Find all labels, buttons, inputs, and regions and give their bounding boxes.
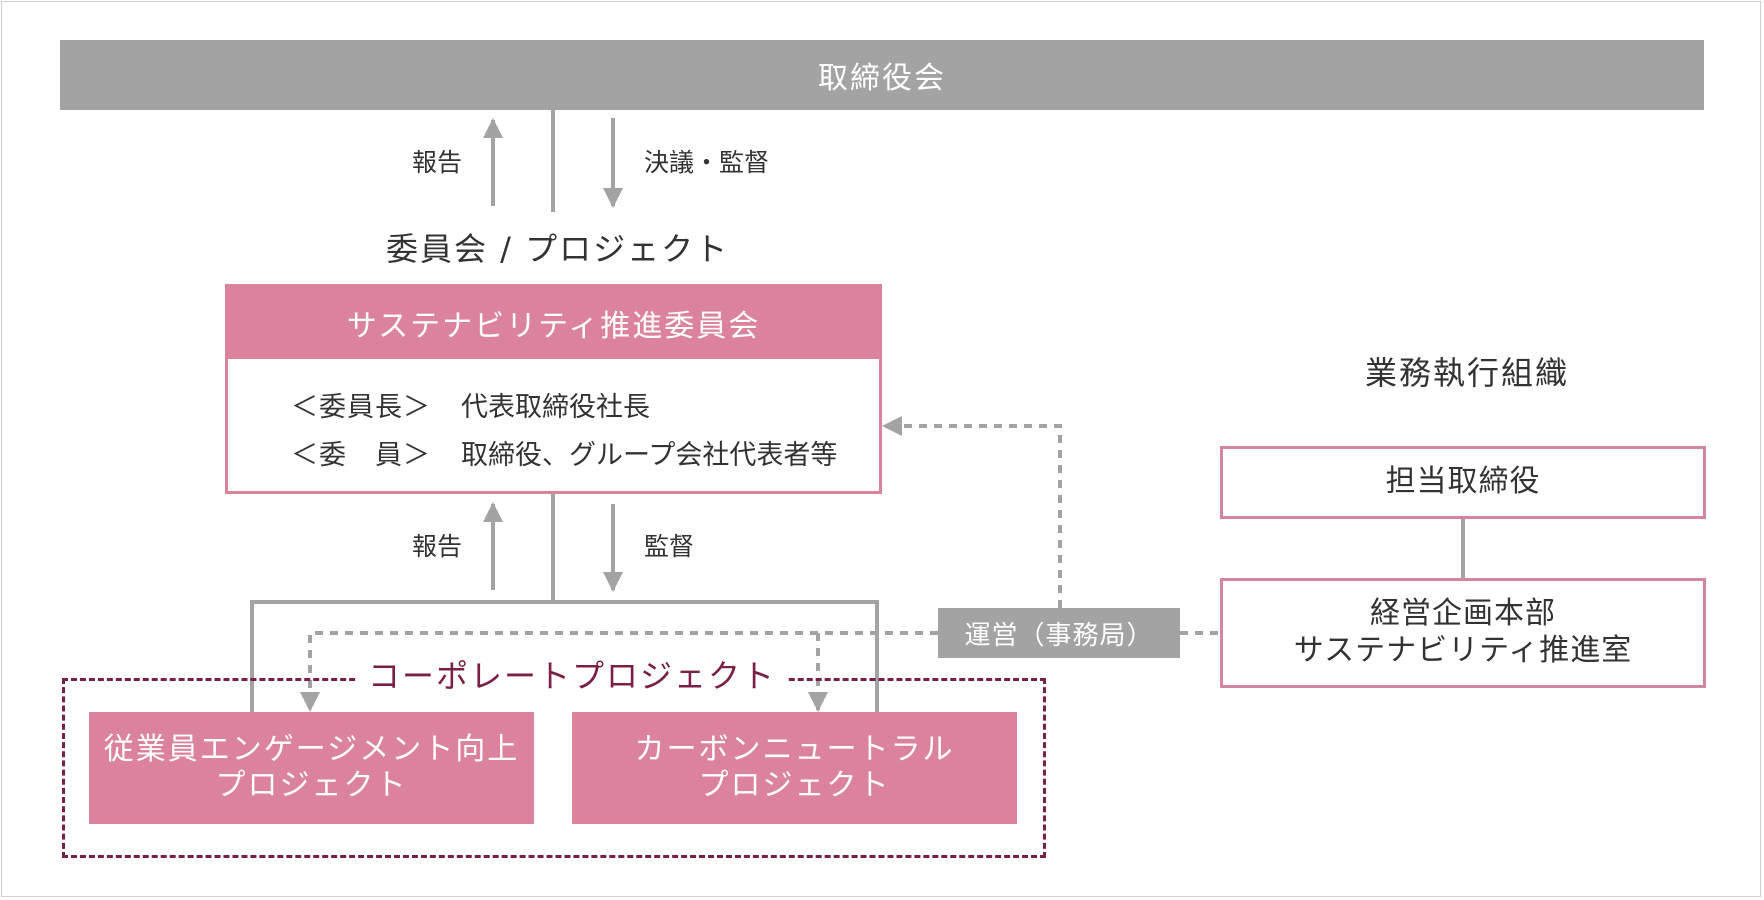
secretariat-to-engagement-arrow [300, 631, 938, 712]
supervision-label: 監督 [644, 532, 695, 561]
sustainability-committee-box: サステナビリティ推進委員会 ＜委員長＞ 代表取締役社長 ＜委 員＞ 取締役、グル… [225, 284, 882, 494]
secretariat-label: 運営（事務局） [964, 620, 1154, 651]
carbon-project-line2: プロジェクト [698, 768, 891, 803]
member-value: 取締役、グループ会社代表者等 [461, 440, 838, 471]
engagement-project-line2: プロジェクト [215, 768, 408, 803]
planning-office-box: 経営企画本部 サステナビリティ推進室 [1220, 578, 1706, 688]
director-in-charge-label: 担当取締役 [1385, 464, 1541, 500]
report-label-mid: 報告 [412, 532, 463, 561]
member-row-members: ＜委 員＞ 取締役、グループ会社代表者等 [291, 433, 837, 472]
corporate-projects-title: コーポレートプロジェクト [358, 660, 787, 692]
secretariat-badge: 運営（事務局） [938, 608, 1180, 658]
member-role: ＜委員長＞ [291, 392, 431, 423]
committee-title: サステナビリティ推進委員会 [228, 287, 879, 359]
planning-office-line2: サステナビリティ推進室 [1293, 633, 1633, 668]
member-role: ＜委 員＞ [291, 440, 431, 471]
director-in-charge-box: 担当取締役 [1220, 446, 1706, 519]
execution-heading: 業務執行組織 [1365, 354, 1570, 392]
engagement-project-box: 従業員エンゲージメント向上 プロジェクト [89, 712, 534, 824]
carbon-project-line1: カーボンニュートラル [634, 732, 955, 767]
member-value: 代表取締役社長 [461, 392, 650, 423]
resolution-supervision-label: 決議・監督 [644, 148, 770, 177]
board-of-directors-bar: 取締役会 [60, 40, 1704, 110]
carbon-neutral-project-box: カーボンニュートラル プロジェクト [572, 712, 1017, 824]
projects-bracket [250, 600, 879, 712]
committees-heading: 委員会 / プロジェクト [386, 230, 730, 268]
secretariat-to-committee-arrow [882, 416, 1062, 608]
report-label-top: 報告 [412, 148, 463, 177]
engagement-project-line1: 従業員エンゲージメント向上 [103, 732, 520, 767]
board-label: 取締役会 [818, 61, 946, 96]
member-row-chair: ＜委員長＞ 代表取締役社長 [291, 385, 650, 424]
planning-office-line1: 経営企画本部 [1370, 596, 1556, 632]
